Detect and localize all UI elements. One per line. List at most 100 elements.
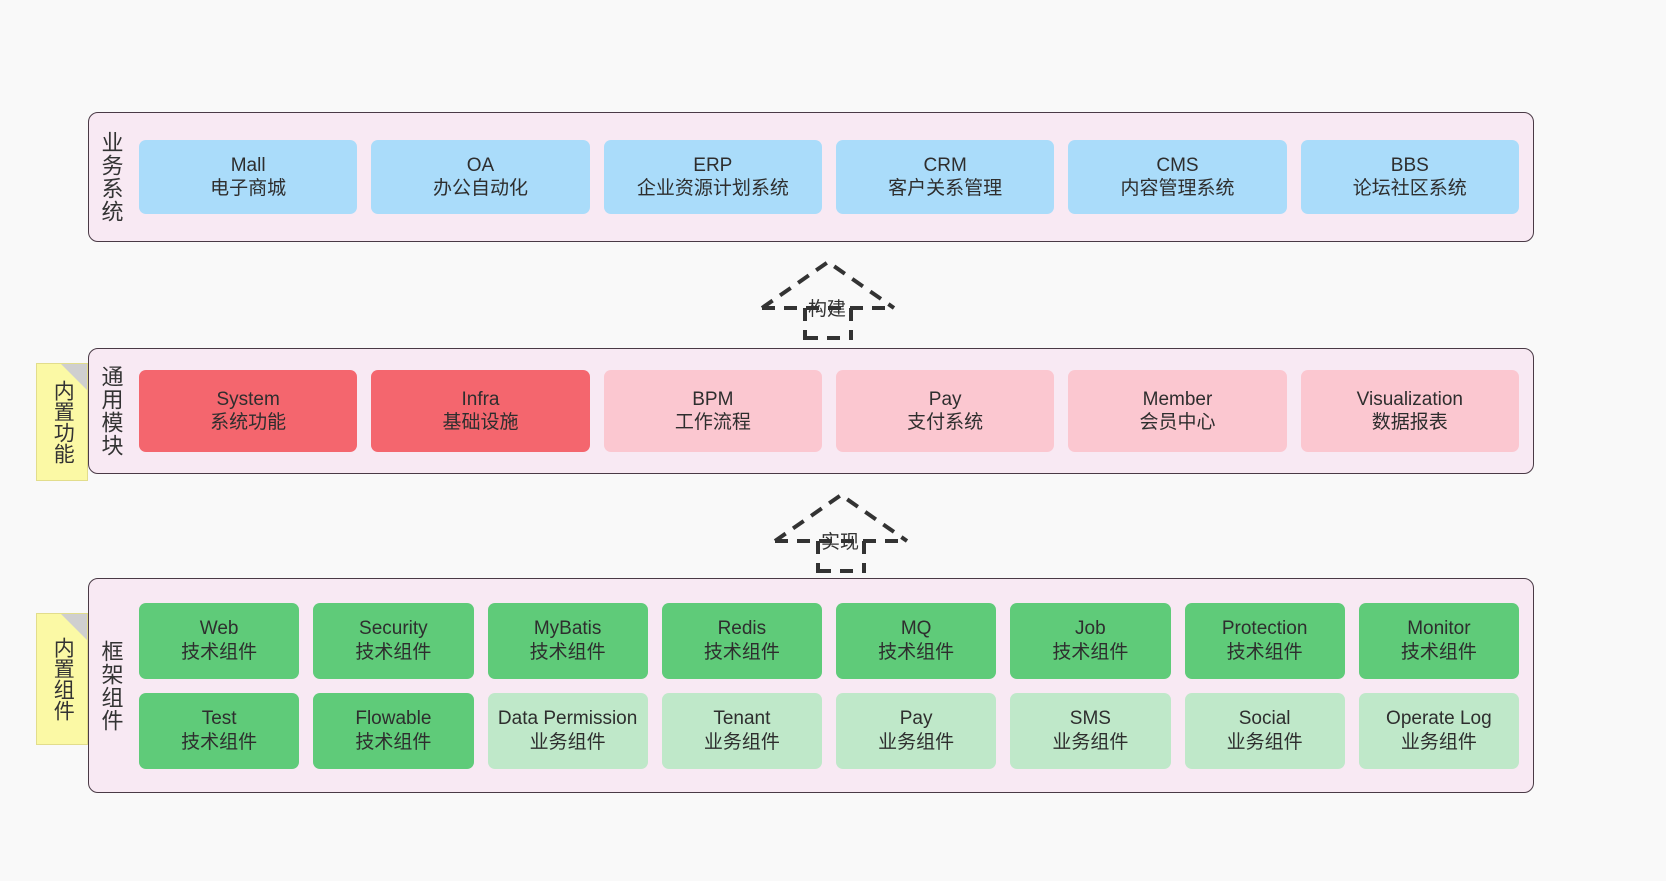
card-visualization-name: Visualization (1356, 388, 1463, 410)
card-bpm-desc: 工作流程 (674, 412, 751, 433)
card-cms-desc: 内容管理系统 (1120, 178, 1235, 199)
card-erp-name: ERP (693, 154, 733, 176)
card-data-permission[interactable]: Data Permission 业务组件 (487, 692, 648, 769)
card-social-desc: 业务组件 (1226, 731, 1303, 753)
layer-title-business-system: 业务系统 (98, 131, 124, 223)
card-crm-desc: 客户关系管理 (888, 178, 1003, 199)
card-mq-name: MQ (900, 618, 932, 640)
card-security[interactable]: Security 技术组件 (313, 602, 474, 679)
layer-framework-row-technical: Web 技术组件 Security 技术组件 MyBatis 技术组件 Redi… (139, 602, 1519, 679)
card-redis[interactable]: Redis 技术组件 (661, 602, 822, 679)
card-oa-desc: 办公自动化 (432, 178, 528, 199)
card-erp-desc: 企业资源计划系统 (636, 178, 789, 199)
card-social[interactable]: Social 业务组件 (1184, 692, 1345, 769)
note-builtin-feature-label: 内置功能 (51, 380, 75, 464)
card-security-name: Security (359, 618, 428, 640)
card-operate-log-desc: 业务组件 (1400, 731, 1477, 753)
card-operate-log-name: Operate Log (1386, 708, 1492, 730)
connector-build: 构建 (760, 258, 896, 340)
layer-framework-component: 框架组件 Web 技术组件 Security 技术组件 MyBatis 技术组件 (88, 578, 1534, 793)
card-bbs-name: BBS (1390, 154, 1429, 176)
card-crm-name: CRM (923, 154, 967, 176)
card-mall-desc: 电子商城 (210, 178, 287, 199)
card-bpm-name: BPM (692, 388, 734, 410)
card-web[interactable]: Web 技术组件 (139, 602, 300, 679)
card-mall-name: Mall (230, 154, 266, 176)
layer-title-framework-component: 框架组件 (98, 639, 124, 732)
card-visualization-desc: 数据报表 (1371, 412, 1448, 433)
card-tenant-desc: 业务组件 (703, 731, 780, 753)
card-bbs[interactable]: BBS 论坛社区系统 (1300, 140, 1519, 214)
card-monitor[interactable]: Monitor 技术组件 (1358, 602, 1519, 679)
card-job-desc: 技术组件 (1052, 641, 1129, 663)
card-protection-name: Protection (1221, 618, 1308, 640)
card-mybatis-name: MyBatis (533, 618, 602, 640)
card-sms-name: SMS (1069, 708, 1111, 730)
card-mq-desc: 技术组件 (878, 641, 955, 663)
card-sms[interactable]: SMS 业务组件 (1010, 692, 1171, 769)
card-system-name: System (216, 388, 280, 410)
card-protection[interactable]: Protection 技术组件 (1184, 602, 1345, 679)
card-redis-name: Redis (717, 618, 767, 640)
card-mall[interactable]: Mall 电子商城 (139, 140, 358, 214)
connector-implement: 实现 (773, 491, 909, 573)
card-social-name: Social (1238, 708, 1291, 730)
card-pay-component-name: Pay (899, 708, 933, 730)
card-erp[interactable]: ERP 企业资源计划系统 (603, 140, 822, 214)
card-crm[interactable]: CRM 客户关系管理 (835, 140, 1055, 214)
card-bpm[interactable]: BPM 工作流程 (603, 370, 822, 452)
card-monitor-desc: 技术组件 (1400, 641, 1477, 663)
card-infra-desc: 基础设施 (442, 412, 519, 433)
card-job-name: Job (1075, 618, 1106, 640)
layer-common-row: System 系统功能 Infra 基础设施 BPM 工作流程 Pay 支付系统… (139, 370, 1519, 452)
card-mybatis[interactable]: MyBatis 技术组件 (487, 602, 648, 679)
card-oa[interactable]: OA 办公自动化 (371, 140, 590, 214)
note-fold-icon (61, 614, 87, 640)
card-monitor-name: Monitor (1407, 618, 1471, 640)
card-pay-component[interactable]: Pay 业务组件 (836, 692, 997, 769)
card-pay-module-desc: 支付系统 (907, 412, 984, 433)
card-data-permission-desc: 业务组件 (529, 731, 606, 753)
card-pay-module[interactable]: Pay 支付系统 (835, 370, 1055, 452)
card-security-desc: 技术组件 (355, 641, 432, 663)
card-tenant[interactable]: Tenant 业务组件 (661, 692, 822, 769)
card-operate-log[interactable]: Operate Log 业务组件 (1358, 692, 1519, 769)
card-pay-component-desc: 业务组件 (878, 731, 955, 753)
card-member[interactable]: Member 会员中心 (1068, 370, 1287, 452)
card-redis-desc: 技术组件 (703, 641, 780, 663)
note-builtin-component: 内置组件 (36, 613, 88, 745)
card-infra-name: Infra (461, 388, 500, 410)
card-oa-name: OA (466, 154, 495, 176)
card-job[interactable]: Job 技术组件 (1010, 602, 1171, 679)
layer-framework-row-business: Test 技术组件 Flowable 技术组件 Data Permission … (139, 692, 1519, 769)
card-cms-name: CMS (1156, 154, 1199, 176)
layer-common-module: 通用模块 System 系统功能 Infra 基础设施 BPM 工作流程 Pay… (88, 348, 1534, 474)
card-infra[interactable]: Infra 基础设施 (371, 370, 590, 452)
note-builtin-feature: 内置功能 (36, 363, 88, 481)
note-fold-icon (61, 364, 87, 390)
card-visualization[interactable]: Visualization 数据报表 (1300, 370, 1519, 452)
card-system-desc: 系统功能 (210, 412, 287, 433)
card-system[interactable]: System 系统功能 (139, 370, 358, 452)
card-member-desc: 会员中心 (1139, 412, 1216, 433)
card-test-name: Test (201, 708, 237, 730)
card-mq[interactable]: MQ 技术组件 (836, 602, 997, 679)
card-flowable-name: Flowable (355, 708, 432, 730)
card-test[interactable]: Test 技术组件 (139, 692, 300, 769)
card-web-desc: 技术组件 (181, 641, 258, 663)
layer-business-system: 业务系统 Mall 电子商城 OA 办公自动化 ERP 企业资源计划系统 CRM… (88, 112, 1534, 242)
card-bbs-desc: 论坛社区系统 (1352, 178, 1467, 199)
card-mybatis-desc: 技术组件 (529, 641, 606, 663)
card-data-permission-name: Data Permission (497, 708, 638, 730)
card-flowable[interactable]: Flowable 技术组件 (313, 692, 474, 769)
note-builtin-component-label: 内置组件 (51, 637, 75, 721)
layer-business-row: Mall 电子商城 OA 办公自动化 ERP 企业资源计划系统 CRM 客户关系… (139, 140, 1519, 214)
card-web-name: Web (199, 618, 239, 640)
layer-title-common-module: 通用模块 (98, 365, 124, 457)
connector-implement-label: 实现 (821, 532, 860, 553)
card-flowable-desc: 技术组件 (355, 731, 432, 753)
card-tenant-name: Tenant (713, 708, 771, 730)
card-cms[interactable]: CMS 内容管理系统 (1068, 140, 1287, 214)
card-protection-desc: 技术组件 (1226, 641, 1303, 663)
